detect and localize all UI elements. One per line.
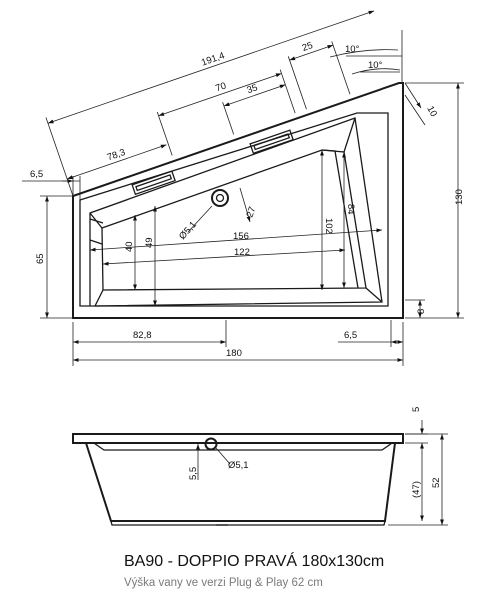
dim-total-depth: 52 (431, 477, 442, 488)
dim-bottom-right: 6,5 (344, 330, 357, 341)
dim-inner-122: 122 (234, 247, 250, 258)
dim-left-height: 65 (35, 253, 46, 264)
dim-bottom-left: 82,8 (133, 330, 152, 341)
overflow-inner (215, 193, 225, 203)
bevel-bl (94, 289, 104, 307)
dim-diagonal-edge: 191,4 (200, 50, 226, 68)
dim-inner-depth: (47) (411, 481, 422, 498)
dim-right-small: 8 (416, 309, 427, 314)
top-view: 180 82,8 6,5 130 8 10 65 6,5 (22, 10, 465, 366)
dim-overall-length: 180 (226, 348, 242, 359)
dim-inner-40: 40 (124, 241, 135, 252)
dim-angle-outer: 10° (345, 44, 360, 55)
dim-headrest-span-25: 25 (301, 40, 315, 54)
basin-outer-edge (89, 117, 383, 307)
headrest-right (249, 129, 294, 155)
tub-outline-top (72, 82, 404, 319)
side-view: 5,5 Ø5,1 5 (47) 52 (72, 407, 448, 526)
dim-angle-inner: 10° (368, 60, 383, 71)
dim-inner-156: 156 (233, 231, 249, 242)
side-basin-curve (93, 442, 393, 451)
dim-drain-diameter-side: Ø5,1 (228, 460, 249, 471)
dim-drain-offset: 27 (244, 205, 258, 219)
dim-headrest-offset: 78,3 (106, 147, 127, 163)
bevel-br (365, 287, 383, 303)
dim-inner-84: 84 (345, 204, 356, 215)
dim-inner-49: 49 (144, 237, 155, 248)
drawing-subtitle: Výška vany ve verzi Plug & Play 62 cm (124, 577, 323, 589)
dim-inner-102: 102 (323, 218, 334, 234)
dim-overall-height: 130 (454, 189, 465, 205)
dim-rim: 5 (411, 407, 422, 412)
dim-corner-offset: 10 (424, 104, 439, 119)
dim-left-step: 6,5 (30, 169, 43, 180)
dim-headrest-span-35: 35 (246, 82, 260, 96)
headrest-left-wall (89, 218, 104, 245)
dim-drain-diameter-top: Ø5,1 (177, 219, 199, 242)
drawing-title: BA90 - DOPPIO PRAVÁ 180x130cm (124, 553, 385, 570)
dim-drain-height: 5,5 (188, 467, 199, 480)
tub-rim-inner (79, 112, 389, 307)
bevel-tr (343, 117, 356, 153)
side-body (85, 442, 396, 522)
side-rim (72, 433, 404, 444)
side-overflow (204, 437, 218, 451)
side-foot (110, 520, 386, 526)
overflow-outer (211, 189, 229, 207)
